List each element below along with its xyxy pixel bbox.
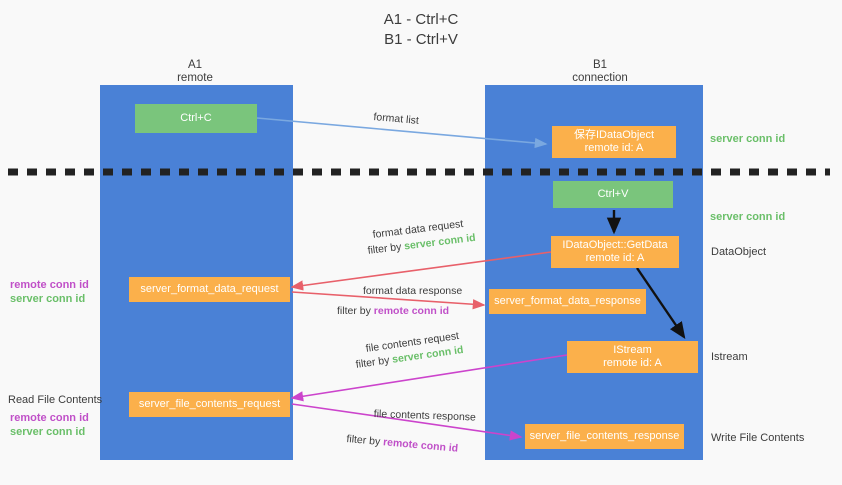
edge-label-file-contents-response-filter: filter by remote conn id: [346, 433, 459, 455]
column-b1-name: B1: [592, 59, 608, 71]
node-istream-line2: remote id: A: [603, 357, 662, 369]
node-server-format-data-response-label: server_format_data_response: [494, 295, 641, 307]
right-label-write-file-contents-text: Write File Contents: [711, 432, 805, 444]
node-server-file-contents-response[interactable]: server_file_contents_response: [525, 424, 684, 449]
page-title: A1 - Ctrl+C B1 - Ctrl+V: [0, 10, 842, 50]
left-label-read-file-contents-text: Read File Contents: [8, 394, 103, 406]
node-ctrl-c-line1: Ctrl+C: [180, 112, 212, 124]
node-istream-line1: IStream: [613, 344, 652, 356]
filter-prefix: filter by: [337, 305, 374, 317]
node-ctrl-v[interactable]: Ctrl+V: [553, 181, 673, 208]
node-idataobject-getdata-line1: IDataObject::GetData: [562, 239, 668, 251]
node-server-file-contents-response-label: server_file_contents_response: [529, 430, 680, 442]
filter-prefix: filter by: [367, 240, 405, 257]
column-b1-subtitle: connection: [572, 72, 628, 84]
column-a1-name: A1: [187, 59, 203, 71]
column-header-a1: A1 remote: [120, 59, 270, 85]
filter-prefix: filter by: [355, 353, 394, 371]
left-label-server-conn-id-1: server conn id: [10, 293, 86, 305]
filter-prefix: filter by: [345, 433, 384, 449]
node-ctrl-v-line1: Ctrl+V: [597, 188, 629, 200]
edge-label-format-list-text: format list: [372, 111, 420, 127]
right-label-server-conn-id-mid: server conn id: [710, 210, 785, 224]
right-label-dataobject: DataObject: [711, 245, 766, 259]
node-idataobject-getdata[interactable]: IDataObject::GetData remote id: A: [551, 236, 679, 268]
node-save-idataobject-line2: remote id: A: [584, 142, 644, 154]
node-server-file-contents-request-label: server_file_contents_request: [138, 398, 281, 410]
right-label-dataobject-text: DataObject: [711, 246, 767, 258]
node-server-file-contents-request[interactable]: server_file_contents_request: [129, 392, 290, 417]
left-label-remote-conn-id-1: remote conn id: [10, 279, 89, 291]
node-save-idataobject-line1: 保存IDataObject: [573, 129, 655, 141]
token-remote-conn-id: remote conn id: [373, 305, 450, 317]
node-server-format-data-response[interactable]: server_format_data_response: [489, 289, 646, 314]
column-header-b1: B1 connection: [525, 59, 675, 85]
title-line-2: B1 - Ctrl+V: [384, 31, 458, 48]
right-label-istream: Istream: [711, 350, 748, 364]
right-label-server-conn-id-mid-text: server conn id: [710, 211, 786, 223]
edge-label-format-list: format list: [373, 111, 419, 127]
node-server-format-data-request-label: server_format_data_request: [140, 283, 279, 295]
edge-label-file-contents-response-text: file contents response: [373, 408, 477, 424]
node-save-idataobject[interactable]: 保存IDataObject remote id: A: [552, 126, 676, 158]
edge-label-file-contents-response: file contents response: [374, 408, 477, 424]
edge-label-format-data-response-filter: filter by remote conn id: [337, 305, 449, 317]
left-label-remote-conn-id-2: remote conn id: [10, 412, 89, 424]
edge-label-format-data-response-text: format data response: [363, 285, 463, 297]
left-label-server-conn-id-2: server conn id: [10, 426, 86, 438]
column-a1-subtitle: remote: [177, 72, 213, 84]
left-label-group-2: remote conn id server conn id: [10, 411, 89, 439]
node-ctrl-c[interactable]: Ctrl+C: [135, 104, 257, 133]
left-label-group-1: remote conn id server conn id: [10, 278, 89, 306]
node-server-format-data-request[interactable]: server_format_data_request: [129, 277, 290, 302]
right-label-istream-text: Istream: [711, 351, 748, 363]
left-label-read-file-contents: Read File Contents: [8, 393, 102, 407]
token-remote-conn-id: remote conn id: [382, 436, 459, 455]
node-idataobject-getdata-line2: remote id: A: [585, 252, 645, 264]
node-istream[interactable]: IStream remote id: A: [567, 341, 698, 373]
right-label-server-conn-id-top: server conn id: [710, 132, 785, 146]
title-line-1: A1 - Ctrl+C: [383, 11, 459, 28]
edge-label-format-data-response: format data response: [363, 285, 462, 297]
right-label-write-file-contents: Write File Contents: [711, 431, 804, 445]
right-label-server-conn-id-top-text: server conn id: [710, 133, 786, 145]
